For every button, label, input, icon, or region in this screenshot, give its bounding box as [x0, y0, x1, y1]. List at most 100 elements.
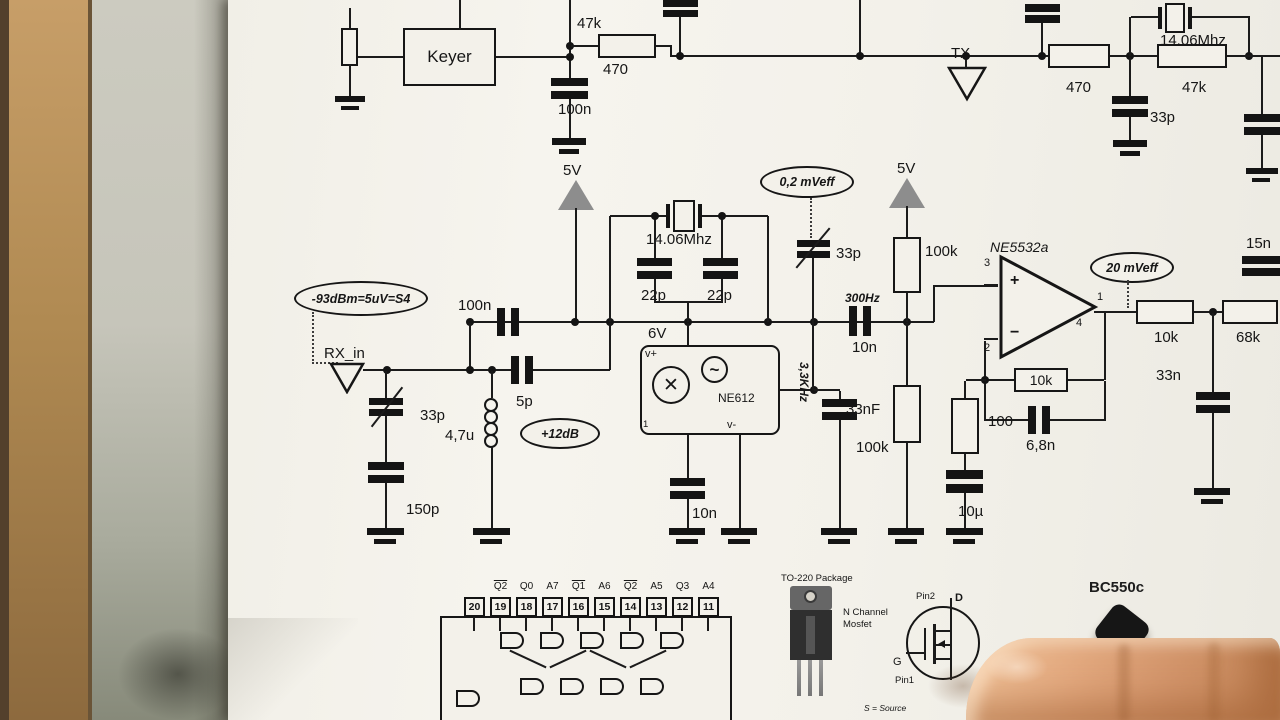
capacitor-plate [551, 78, 588, 86]
ground-bar [367, 528, 404, 535]
wire [707, 617, 709, 631]
resistor-label: 47k [1182, 79, 1207, 96]
cap-label: 5p [516, 393, 533, 410]
ne612-label: NE612 [718, 391, 755, 405]
junction-dot [764, 318, 772, 326]
dotted-link [312, 312, 314, 364]
wire [721, 279, 723, 302]
resistor-label: 100 [988, 413, 1014, 430]
capacitor-plate [797, 251, 830, 258]
wire [469, 323, 471, 370]
ic-pin: 20 [464, 597, 485, 617]
capacitor-plate [670, 478, 705, 486]
crystal-body [1165, 3, 1185, 33]
mosfet-caption: N Channel [843, 607, 888, 618]
node-voltage: 6V [648, 325, 667, 342]
cap-label: 6,8n [1026, 437, 1056, 454]
wire [986, 419, 1028, 421]
junction-dot [962, 52, 970, 60]
capacitor-plate [703, 271, 738, 279]
resistor-label: 10k [1154, 329, 1179, 346]
freq-label-vertical: 3,3KHz [797, 362, 811, 403]
wire [491, 371, 493, 398]
cap-label: 10n [852, 339, 878, 356]
ground-bar [335, 96, 365, 102]
wire [1248, 17, 1250, 56]
dotted-link [1127, 280, 1129, 308]
logic-gate-icon [660, 632, 684, 649]
ground-bar [828, 539, 850, 544]
wire [569, 99, 571, 138]
wire [385, 483, 387, 528]
wire [687, 499, 689, 528]
resistor-label: 47k [577, 15, 602, 32]
cap-label: 33nF [846, 401, 881, 418]
level-text: 20 mVeff [1106, 260, 1158, 275]
crystal-label: 14.06Mhz [646, 231, 712, 248]
level-text: 0,2 mVeff [779, 175, 835, 189]
capacitor-plate [946, 484, 983, 493]
wire [906, 323, 908, 385]
wire [1194, 311, 1222, 313]
resistor-label: 100k [856, 439, 889, 456]
ground-bar [1194, 488, 1230, 495]
ic-pin: 11 [698, 597, 719, 617]
junction-dot [676, 52, 684, 60]
wire [609, 323, 611, 370]
capacitor-plate [637, 271, 672, 279]
wire [936, 630, 951, 632]
opamp-plus: + [1010, 272, 1020, 289]
ic-pin-number: 14 [624, 601, 637, 613]
wire [965, 56, 967, 68]
crystal-plate [666, 204, 670, 228]
wire [1104, 381, 1106, 421]
gain-text: +12dB [541, 426, 579, 441]
wire [1050, 419, 1106, 421]
opamp-pin: 4 [1076, 317, 1083, 329]
mosfet-caption: Mosfet [843, 619, 872, 630]
wire [459, 0, 461, 30]
ground-bar [953, 539, 975, 544]
junction-dot [606, 318, 614, 326]
opamp-pin: 2 [984, 342, 991, 354]
wire [687, 435, 689, 478]
capacitor-plate [822, 412, 857, 420]
ic-pin-number: 16 [572, 601, 585, 613]
junction-dot [488, 366, 496, 374]
wire [739, 435, 741, 528]
crystal-plate [1158, 7, 1162, 29]
resistor-label: 68k [1236, 329, 1261, 346]
wire [575, 208, 577, 322]
cap-label: 33p [1150, 109, 1176, 126]
junction-dot [718, 212, 726, 220]
wire [1131, 16, 1158, 18]
junction-dot [566, 53, 574, 61]
wire [679, 17, 681, 56]
resistor-label: 470 [603, 61, 629, 78]
capacitor-plate [551, 91, 588, 99]
wall-tan-strip [9, 0, 88, 720]
crystal-plate [1188, 7, 1192, 29]
wire [986, 379, 1014, 381]
rx-in-label: RX_in [324, 345, 365, 362]
wall-corner-shadow [118, 628, 238, 720]
cap-label: 100n [558, 101, 592, 118]
ic-pin-number: 13 [650, 601, 663, 613]
logic-gate-icon [640, 678, 664, 695]
wire [906, 293, 908, 322]
junction-dot [466, 366, 474, 374]
to220-marking [806, 616, 815, 654]
supply-triangle-icon [558, 180, 594, 210]
capacitor-plate [1042, 406, 1050, 434]
wire [721, 216, 723, 258]
wire [1212, 413, 1214, 488]
dotted-link [312, 362, 338, 364]
level-callout: 0,2 mVeff [760, 166, 854, 198]
mosfet-arrow-icon [938, 640, 945, 648]
wire [1104, 313, 1106, 380]
capacitor-plate [1242, 256, 1280, 264]
opamp-pin: 1 [1097, 291, 1104, 303]
wire [1094, 311, 1136, 313]
ic-pin-label: Q0 [519, 581, 534, 592]
